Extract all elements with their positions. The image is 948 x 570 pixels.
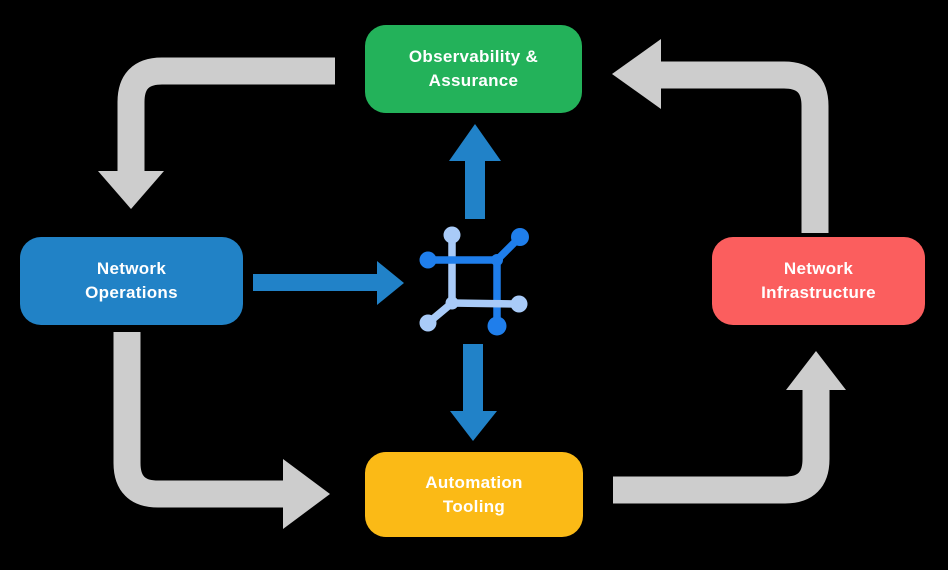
icon-topright-node	[511, 228, 529, 246]
arrow-head-down	[98, 171, 164, 209]
icon-bottom-node	[487, 316, 507, 336]
node-label-line: Observability &	[408, 47, 539, 66]
icon-left-node	[419, 251, 437, 269]
gray-arrow-heads	[98, 39, 846, 529]
arrow-icon-to-observability-head	[449, 124, 501, 161]
node-label-line: Tooling	[442, 496, 506, 516]
network-mesh-icon	[419, 226, 529, 336]
node-label-line: Infrastructure	[761, 283, 876, 302]
icon-right-node	[510, 295, 528, 313]
arrow-head-left	[612, 39, 661, 109]
icon-topright-joint	[491, 254, 503, 266]
arrow-operations-to-automation	[113, 332, 284, 508]
arrow-observability-to-operations	[117, 57, 335, 176]
node-label-line: Automation	[425, 472, 523, 492]
arrow-icon-to-automation-shaft	[463, 344, 483, 413]
node-network-infrastructure: Network Infrastructure	[712, 237, 925, 325]
icon-top-node	[443, 226, 461, 244]
node-label-line: Operations	[85, 283, 178, 302]
node-automation-tooling: Automation Tooling	[365, 452, 583, 537]
blue-arrows	[253, 124, 501, 441]
node-label-line: Network	[783, 259, 854, 278]
icon-light-nodes-over	[419, 295, 528, 332]
node-network-operations: Network Operations	[20, 237, 243, 325]
gray-arrow-bodies	[113, 57, 830, 508]
node-label-line: Network	[96, 259, 167, 278]
arrow-infrastructure-to-observability	[660, 61, 829, 233]
icon-bottom-edge	[448, 299, 521, 308]
arrow-automation-to-infrastructure	[613, 389, 830, 504]
arrow-icon-to-observability-shaft	[465, 158, 485, 219]
icon-bottomleft-node	[419, 314, 437, 332]
arrow-operations-to-icon-head	[377, 261, 404, 305]
arrow-head-right	[283, 459, 330, 529]
icon-light-nodes-under	[443, 226, 461, 244]
icon-bottomleft-joint	[445, 296, 459, 310]
node-label-line: Assurance	[428, 71, 519, 90]
icon-dark-nodes	[419, 228, 529, 336]
node-observability-assurance: Observability & Assurance	[365, 25, 582, 113]
arrow-head-up	[786, 351, 846, 390]
arrow-operations-to-icon-shaft	[253, 274, 377, 291]
arrow-icon-to-automation-head	[450, 411, 497, 441]
